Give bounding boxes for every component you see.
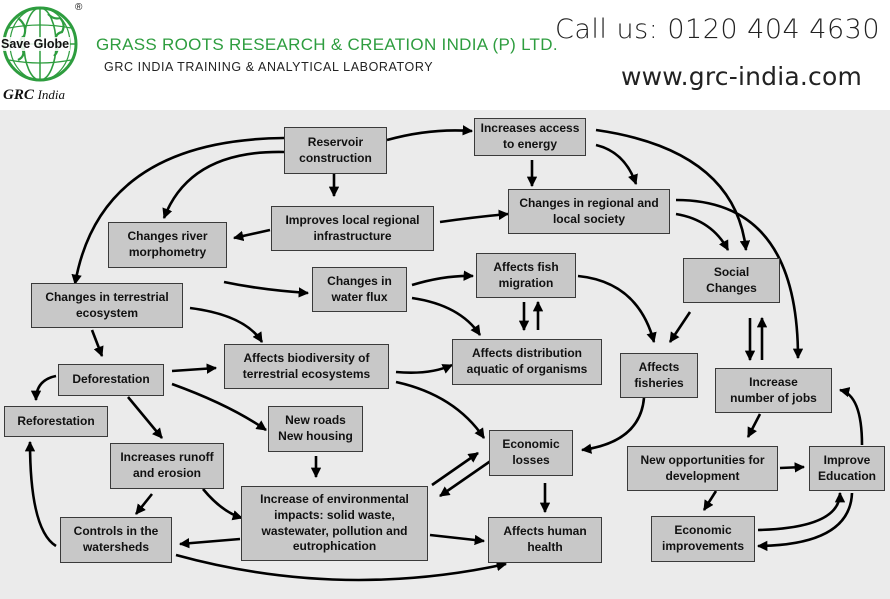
arrow-deforestation-biodiversity <box>171 363 218 374</box>
arrow-fisheries-economic <box>580 397 646 454</box>
node-increase-jobs: Increase number of jobs <box>715 368 832 413</box>
node-increase-environmental-impacts: Increase of environmental impacts: solid… <box>241 486 428 561</box>
arrow-energy-social <box>595 128 751 252</box>
node-changes-terrestrial-ecosystem: Changes in terrestrial ecosystem <box>31 283 183 328</box>
phone-number[interactable]: Call us: 0120 404 4630 <box>555 14 880 45</box>
node-deforestation: Deforestation <box>58 364 164 396</box>
arrow-terrestrial-biodiversity <box>189 306 264 343</box>
arrow-opportunities-education <box>779 462 806 473</box>
arrow-infrastructure-regional <box>439 209 510 224</box>
node-new-roads-housing: New roads New housing <box>268 406 363 452</box>
arrow-terrestrial-deforestation <box>90 329 104 357</box>
registered-mark: ® <box>75 2 83 13</box>
arrow-reservoir-terrestrial <box>71 136 285 286</box>
impact-flowchart: Reservoir construction Increases access … <box>0 110 890 599</box>
node-new-opportunities: New opportunities for development <box>627 446 778 491</box>
arrow-econimp-education <box>757 491 846 532</box>
arrow-regional-social <box>675 212 730 251</box>
node-affects-aquatic-distribution: Affects distribution aquatic of organism… <box>452 339 602 385</box>
logo-caption-main: GRC <box>3 87 34 103</box>
arrow-reservoir-energy <box>386 125 474 142</box>
arrow-reservoir-river <box>162 150 285 219</box>
arrow-education-jobs <box>838 387 864 446</box>
logo-badge-text: Save Globe <box>0 37 71 51</box>
node-improves-infrastructure: Improves local regional infrastructure <box>271 206 434 251</box>
arrow-env-controls <box>178 537 241 549</box>
arrow-layer <box>24 125 864 582</box>
website-link[interactable]: www.grc-india.com <box>621 62 863 91</box>
arrow-opportunities-econimp <box>702 490 718 511</box>
arrow-energy-regional-right <box>595 143 638 185</box>
arrow-env-health <box>429 533 486 546</box>
node-changes-river-morphometry: Changes river morphometry <box>108 222 227 268</box>
arrow-flux-fish <box>411 270 475 287</box>
lab-name: GRC INDIA TRAINING & ANALYTICAL LABORATO… <box>104 60 434 74</box>
arrow-river-flux <box>223 280 310 298</box>
node-reservoir-construction: Reservoir construction <box>284 127 387 174</box>
arrow-controls-reforestation <box>24 440 57 548</box>
arrow-controls-health <box>175 553 508 582</box>
node-controls-watersheds: Controls in the watersheds <box>60 517 172 563</box>
node-increases-access-energy: Increases access to energy <box>474 118 586 156</box>
node-affects-human-health: Affects human health <box>488 517 602 563</box>
node-social-changes: Social Changes <box>683 258 780 303</box>
arrow-runoff-env <box>201 488 243 521</box>
arrow-economic-env <box>439 458 493 498</box>
logo-caption: GRC India <box>3 87 65 104</box>
arrow-jobs-opportunities <box>746 413 762 438</box>
arrow-runoff-controls <box>134 493 154 515</box>
logo-caption-sub: India <box>37 87 66 102</box>
node-economic-improvements: Economic improvements <box>651 516 755 562</box>
arrow-biodiversity-economic <box>395 380 486 439</box>
node-economic-losses: Economic losses <box>489 430 573 476</box>
node-affects-fisheries: Affects fisheries <box>620 353 698 398</box>
node-changes-regional-society: Changes in regional and local society <box>508 189 670 234</box>
node-affects-fish-migration: Affects fish migration <box>476 253 576 298</box>
arrow-education-econimp <box>756 492 854 552</box>
arrow-biodiversity-aquatic <box>395 363 453 374</box>
node-reforestation: Reforestation <box>4 406 108 437</box>
arrow-regional-jobs <box>675 198 804 360</box>
arrow-deforestation-roads <box>171 382 267 432</box>
header: Save Globe ® GRC India GRASS ROOTS RESEA… <box>0 0 890 110</box>
node-improve-education: Improve Education <box>809 446 885 491</box>
node-affects-biodiversity: Affects biodiversity of terrestrial ecos… <box>224 344 389 389</box>
node-changes-water-flux: Changes in water flux <box>312 267 407 312</box>
node-increases-runoff-erosion: Increases runoff and erosion <box>110 443 224 489</box>
arrow-flux-aquatic <box>411 296 482 336</box>
arrow-fish-fisheries <box>577 274 657 344</box>
arrow-deforestation-runoff <box>126 396 164 439</box>
arrow-social-fisheries <box>668 311 692 343</box>
arrow-deforestation-reforestation <box>30 374 57 402</box>
arrow-env-economic <box>431 451 479 487</box>
company-name: GRASS ROOTS RESEARCH & CREATION INDIA (P… <box>96 35 558 54</box>
arrow-infrastructure-river <box>232 228 271 242</box>
